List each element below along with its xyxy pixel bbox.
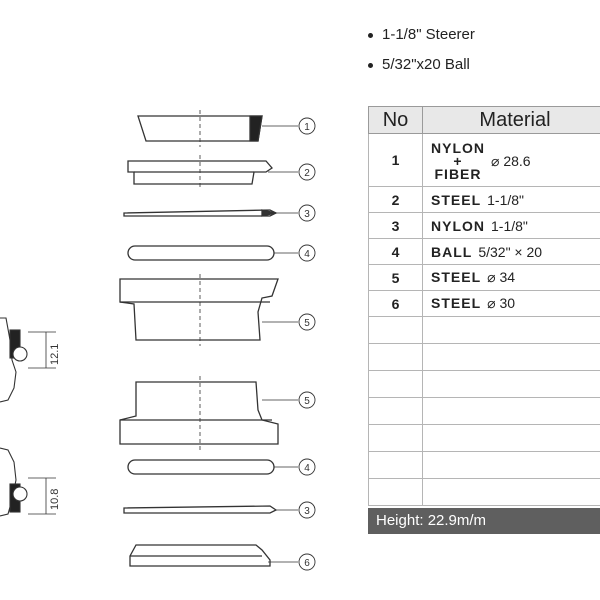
table-row-empty: [368, 370, 600, 398]
part-1-top-cap: [137, 110, 263, 147]
row-no: 6: [368, 290, 423, 317]
parts-table: No Material 1 NYLON + FIBER ⌀ 28.6 2 STE…: [368, 106, 600, 506]
part-4-lower-ball-bearing: [127, 459, 275, 475]
table-row-empty: [368, 451, 600, 479]
dimension-lower-label: 10.8: [49, 489, 61, 510]
cross-section-view: [0, 317, 56, 517]
row-spec: ⌀ 28.6: [491, 152, 531, 169]
table-row-empty: [368, 424, 600, 452]
row-material: STEEL ⌀ 34: [422, 264, 600, 291]
spec-text: 1-1/8" Steerer: [382, 26, 475, 43]
material-top: NYLON: [431, 139, 485, 156]
material-name: NYLON: [431, 217, 485, 234]
bullet-icon: [368, 62, 373, 68]
callout-label: 4: [304, 249, 310, 260]
part-4-ball-bearing: [127, 245, 275, 261]
table-row: 1 NYLON + FIBER ⌀ 28.6: [368, 133, 600, 187]
table-row: 4 BALL 5/32" × 20: [368, 238, 600, 265]
callout-label: 3: [304, 209, 310, 220]
part-3-lower-ring: [123, 505, 278, 514]
material-bottom: FIBER: [434, 165, 482, 182]
material-combo: NYLON + FIBER: [431, 139, 485, 182]
table-row-empty: [368, 397, 600, 425]
callout-label: 6: [304, 558, 310, 569]
height-label: Height: 22.9m/m: [368, 508, 600, 534]
row-material: BALL 5/32" × 20: [422, 238, 600, 265]
table-row-empty: [368, 478, 600, 506]
table-row: 6 STEEL ⌀ 30: [368, 290, 600, 317]
spec-item-ball: 5/32"x20 Ball: [368, 50, 475, 80]
spec-list: 1-1/8" Steerer 5/32"x20 Ball: [368, 20, 475, 80]
material-name: STEEL: [431, 191, 482, 208]
callout-label: 5: [304, 396, 310, 407]
row-material: NYLON 1-1/8": [422, 212, 600, 239]
callout-label: 4: [304, 463, 310, 474]
table-header-row: No Material: [368, 106, 600, 134]
callout-label: 5: [304, 318, 310, 329]
callout-circles: [298, 117, 316, 571]
row-spec: 1-1/8": [491, 217, 528, 234]
callout-label: 2: [304, 168, 310, 179]
row-material: NYLON + FIBER ⌀ 28.6: [422, 133, 600, 187]
row-no: 2: [368, 186, 423, 213]
row-no: 4: [368, 238, 423, 265]
material-name: BALL: [431, 243, 473, 260]
table-row-empty: [368, 343, 600, 371]
row-no: 5: [368, 264, 423, 291]
table-row-empty: [368, 316, 600, 344]
dimension-upper-label: 12.1: [49, 344, 61, 365]
table-row: 5 STEEL ⌀ 34: [368, 264, 600, 291]
row-material: STEEL 1-1/8": [422, 186, 600, 213]
part-3-ring: [123, 209, 278, 217]
header-no: No: [368, 106, 423, 134]
header-material: Material: [422, 106, 600, 134]
part-5-upper-cup: [119, 274, 279, 346]
callout-label: 1: [304, 122, 310, 133]
part-6-crown-race: [129, 544, 271, 567]
row-spec: 5/32" × 20: [478, 243, 543, 260]
table-row: 2 STEEL 1-1/8": [368, 186, 600, 213]
callout-leaders: [262, 125, 298, 563]
bullet-icon: [368, 32, 373, 38]
part-2-upper-cup: [127, 155, 273, 190]
part-5-lower-cup: [119, 376, 279, 450]
row-no: 1: [368, 133, 423, 187]
row-no: 3: [368, 212, 423, 239]
spec-text: 5/32"x20 Ball: [382, 56, 470, 73]
material-name: STEEL: [431, 269, 482, 285]
spec-item-steerer: 1-1/8" Steerer: [368, 20, 475, 50]
row-spec: ⌀ 34: [487, 269, 516, 285]
row-spec: 1-1/8": [487, 191, 525, 208]
material-name: STEEL: [431, 295, 482, 311]
callout-label: 3: [304, 506, 310, 517]
row-material: STEEL ⌀ 30: [422, 290, 600, 317]
material-join: +: [453, 152, 463, 169]
row-spec: ⌀ 30: [487, 295, 516, 311]
table-row: 3 NYLON 1-1/8": [368, 212, 600, 239]
